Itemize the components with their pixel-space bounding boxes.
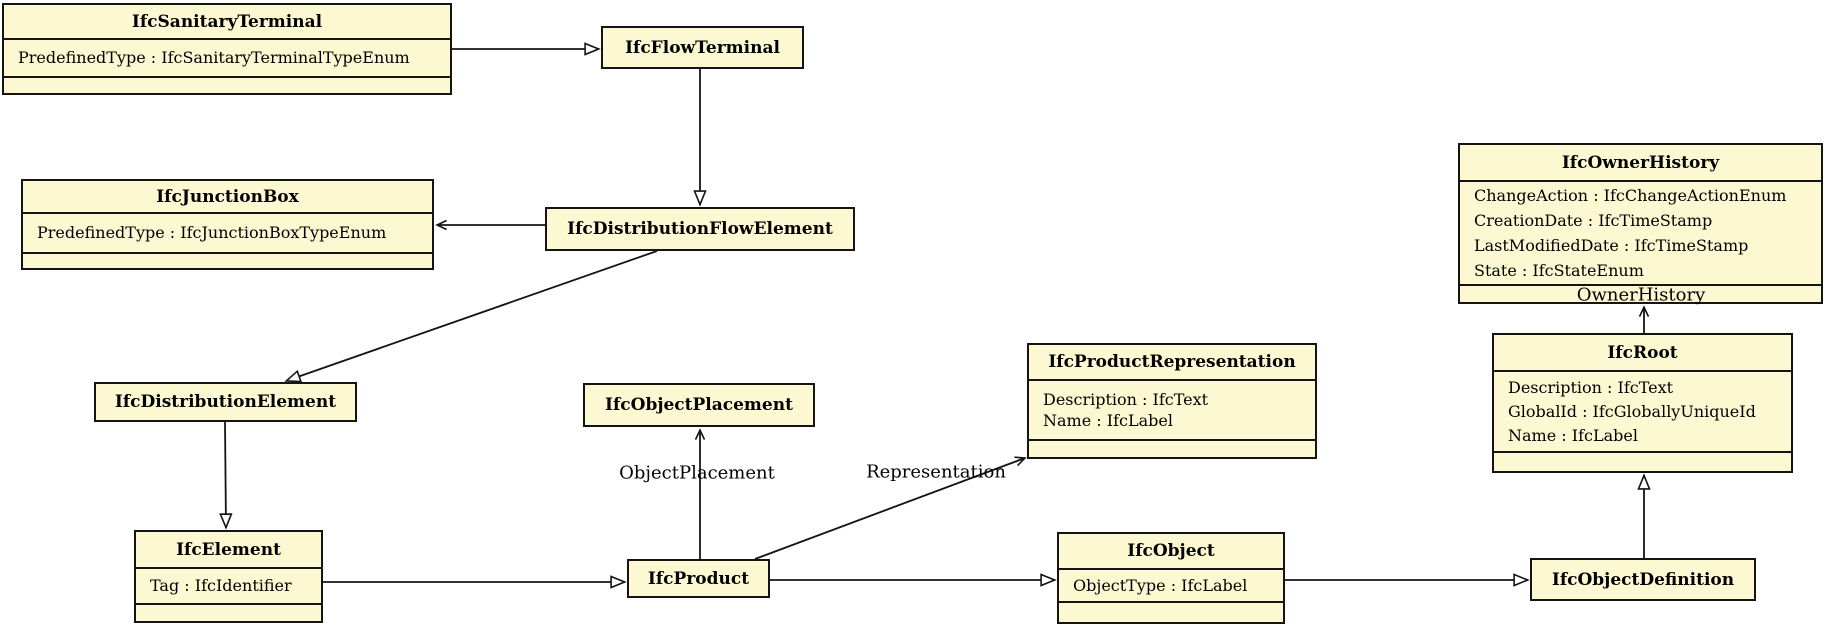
- class-title: IfcSanitaryTerminal: [4, 5, 450, 40]
- class-attributes: Description : IfcText GlobalId : IfcGlob…: [1494, 372, 1791, 453]
- class-box-ifcobject[interactable]: IfcObject ObjectType : IfcLabel: [1057, 532, 1285, 624]
- class-empty-compartment: [4, 78, 450, 93]
- class-title: IfcProductRepresentation: [1029, 345, 1315, 381]
- class-box-ifcproduct[interactable]: IfcProduct: [627, 559, 770, 598]
- class-attribute: Tag : IfcIdentifier: [150, 576, 292, 595]
- class-empty-compartment: [1059, 603, 1283, 622]
- class-attribute: Name : IfcLabel: [1043, 411, 1173, 430]
- class-title: IfcOwnerHistory: [1460, 145, 1821, 182]
- class-title: IfcDistributionFlowElement: [567, 219, 833, 239]
- class-attribute: Description : IfcText: [1508, 377, 1674, 397]
- edge-label-ownerhistory: OwnerHistory: [1576, 284, 1706, 306]
- class-title: IfcObject: [1059, 534, 1283, 570]
- class-title: IfcFlowTerminal: [625, 37, 780, 58]
- edge-generalization-distributionelement-element: [225, 421, 226, 528]
- class-box-ifcelement[interactable]: IfcElement Tag : IfcIdentifier: [134, 530, 323, 623]
- class-attributes: PredefinedType : IfcSanitaryTerminalType…: [4, 40, 450, 78]
- class-attributes: ChangeAction : IfcChangeActionEnum Creat…: [1460, 182, 1821, 286]
- class-box-ifcownerhistory[interactable]: IfcOwnerHistory ChangeAction : IfcChange…: [1458, 143, 1823, 304]
- class-attribute: PredefinedType : IfcJunctionBoxTypeEnum: [37, 223, 387, 242]
- class-empty-compartment: [23, 254, 432, 268]
- class-title: IfcDistributionElement: [114, 392, 337, 412]
- class-attribute: State : IfcStateEnum: [1474, 261, 1644, 280]
- class-attribute: ObjectType : IfcLabel: [1073, 575, 1248, 595]
- class-box-ifcobjectdefinition[interactable]: IfcObjectDefinition: [1530, 558, 1756, 601]
- class-attribute: CreationDate : IfcTimeStamp: [1474, 211, 1713, 230]
- class-empty-compartment: [136, 605, 321, 621]
- class-attributes: Description : IfcText Name : IfcLabel: [1029, 381, 1315, 441]
- class-title: IfcObjectPlacement: [605, 395, 793, 415]
- class-box-ifcflowterminal[interactable]: IfcFlowTerminal: [601, 26, 804, 69]
- class-box-ifcsanitaryterminal[interactable]: IfcSanitaryTerminal PredefinedType : Ifc…: [2, 3, 452, 95]
- class-box-ifcdistributionflowelement[interactable]: IfcDistributionFlowElement: [545, 207, 855, 251]
- class-empty-compartment: [1494, 453, 1791, 471]
- class-attribute: Description : IfcText: [1043, 390, 1209, 409]
- class-attributes: Tag : IfcIdentifier: [136, 569, 321, 605]
- edge-association-product-productrepresentation: [754, 456, 1027, 560]
- class-title: IfcObjectDefinition: [1551, 569, 1735, 590]
- edge-label-objectplacement: ObjectPlacement: [619, 462, 775, 484]
- class-box-ifcobjectplacement[interactable]: IfcObjectPlacement: [583, 383, 815, 427]
- class-attribute: Name : IfcLabel: [1508, 425, 1638, 445]
- class-attribute: GlobalId : IfcGloballyUniqueId: [1508, 401, 1756, 421]
- class-box-ifcroot[interactable]: IfcRoot Description : IfcText GlobalId :…: [1492, 333, 1793, 473]
- class-attribute: LastModifiedDate : IfcTimeStamp: [1474, 236, 1749, 255]
- class-attributes: ObjectType : IfcLabel: [1059, 570, 1283, 603]
- class-title: IfcElement: [136, 532, 321, 569]
- edge-label-representation: Representation: [866, 461, 1006, 483]
- class-title: IfcJunctionBox: [23, 181, 432, 214]
- class-attribute: ChangeAction : IfcChangeActionEnum: [1474, 186, 1787, 205]
- class-box-ifcjunctionbox[interactable]: IfcJunctionBox PredefinedType : IfcJunct…: [21, 179, 434, 270]
- class-box-ifcdistributionelement[interactable]: IfcDistributionElement: [94, 382, 357, 422]
- class-box-ifcproductrepresentation[interactable]: IfcProductRepresentation Description : I…: [1027, 343, 1317, 459]
- class-title: IfcProduct: [647, 568, 750, 589]
- class-attribute: PredefinedType : IfcSanitaryTerminalType…: [18, 48, 410, 67]
- class-attributes: PredefinedType : IfcJunctionBoxTypeEnum: [23, 214, 432, 254]
- class-title: IfcRoot: [1494, 335, 1791, 372]
- class-empty-compartment: [1029, 441, 1315, 457]
- edge-generalization-distributionflowelement-distributionelement: [286, 250, 658, 381]
